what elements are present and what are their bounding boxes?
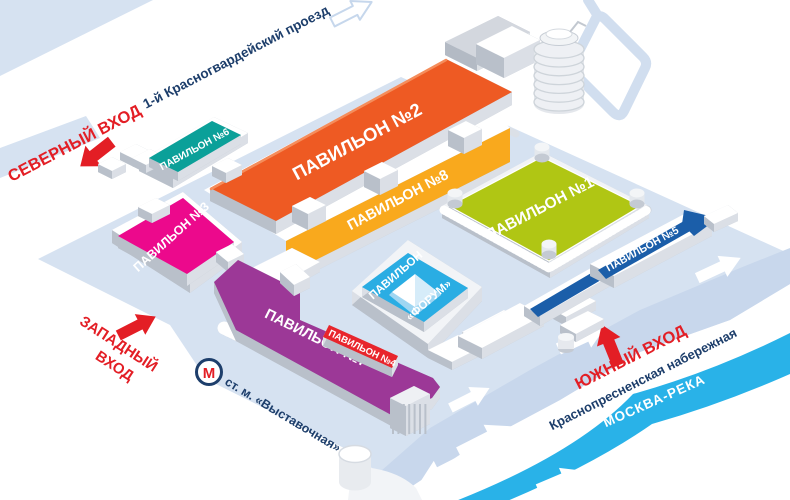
svg-text:М: М [203,365,216,382]
